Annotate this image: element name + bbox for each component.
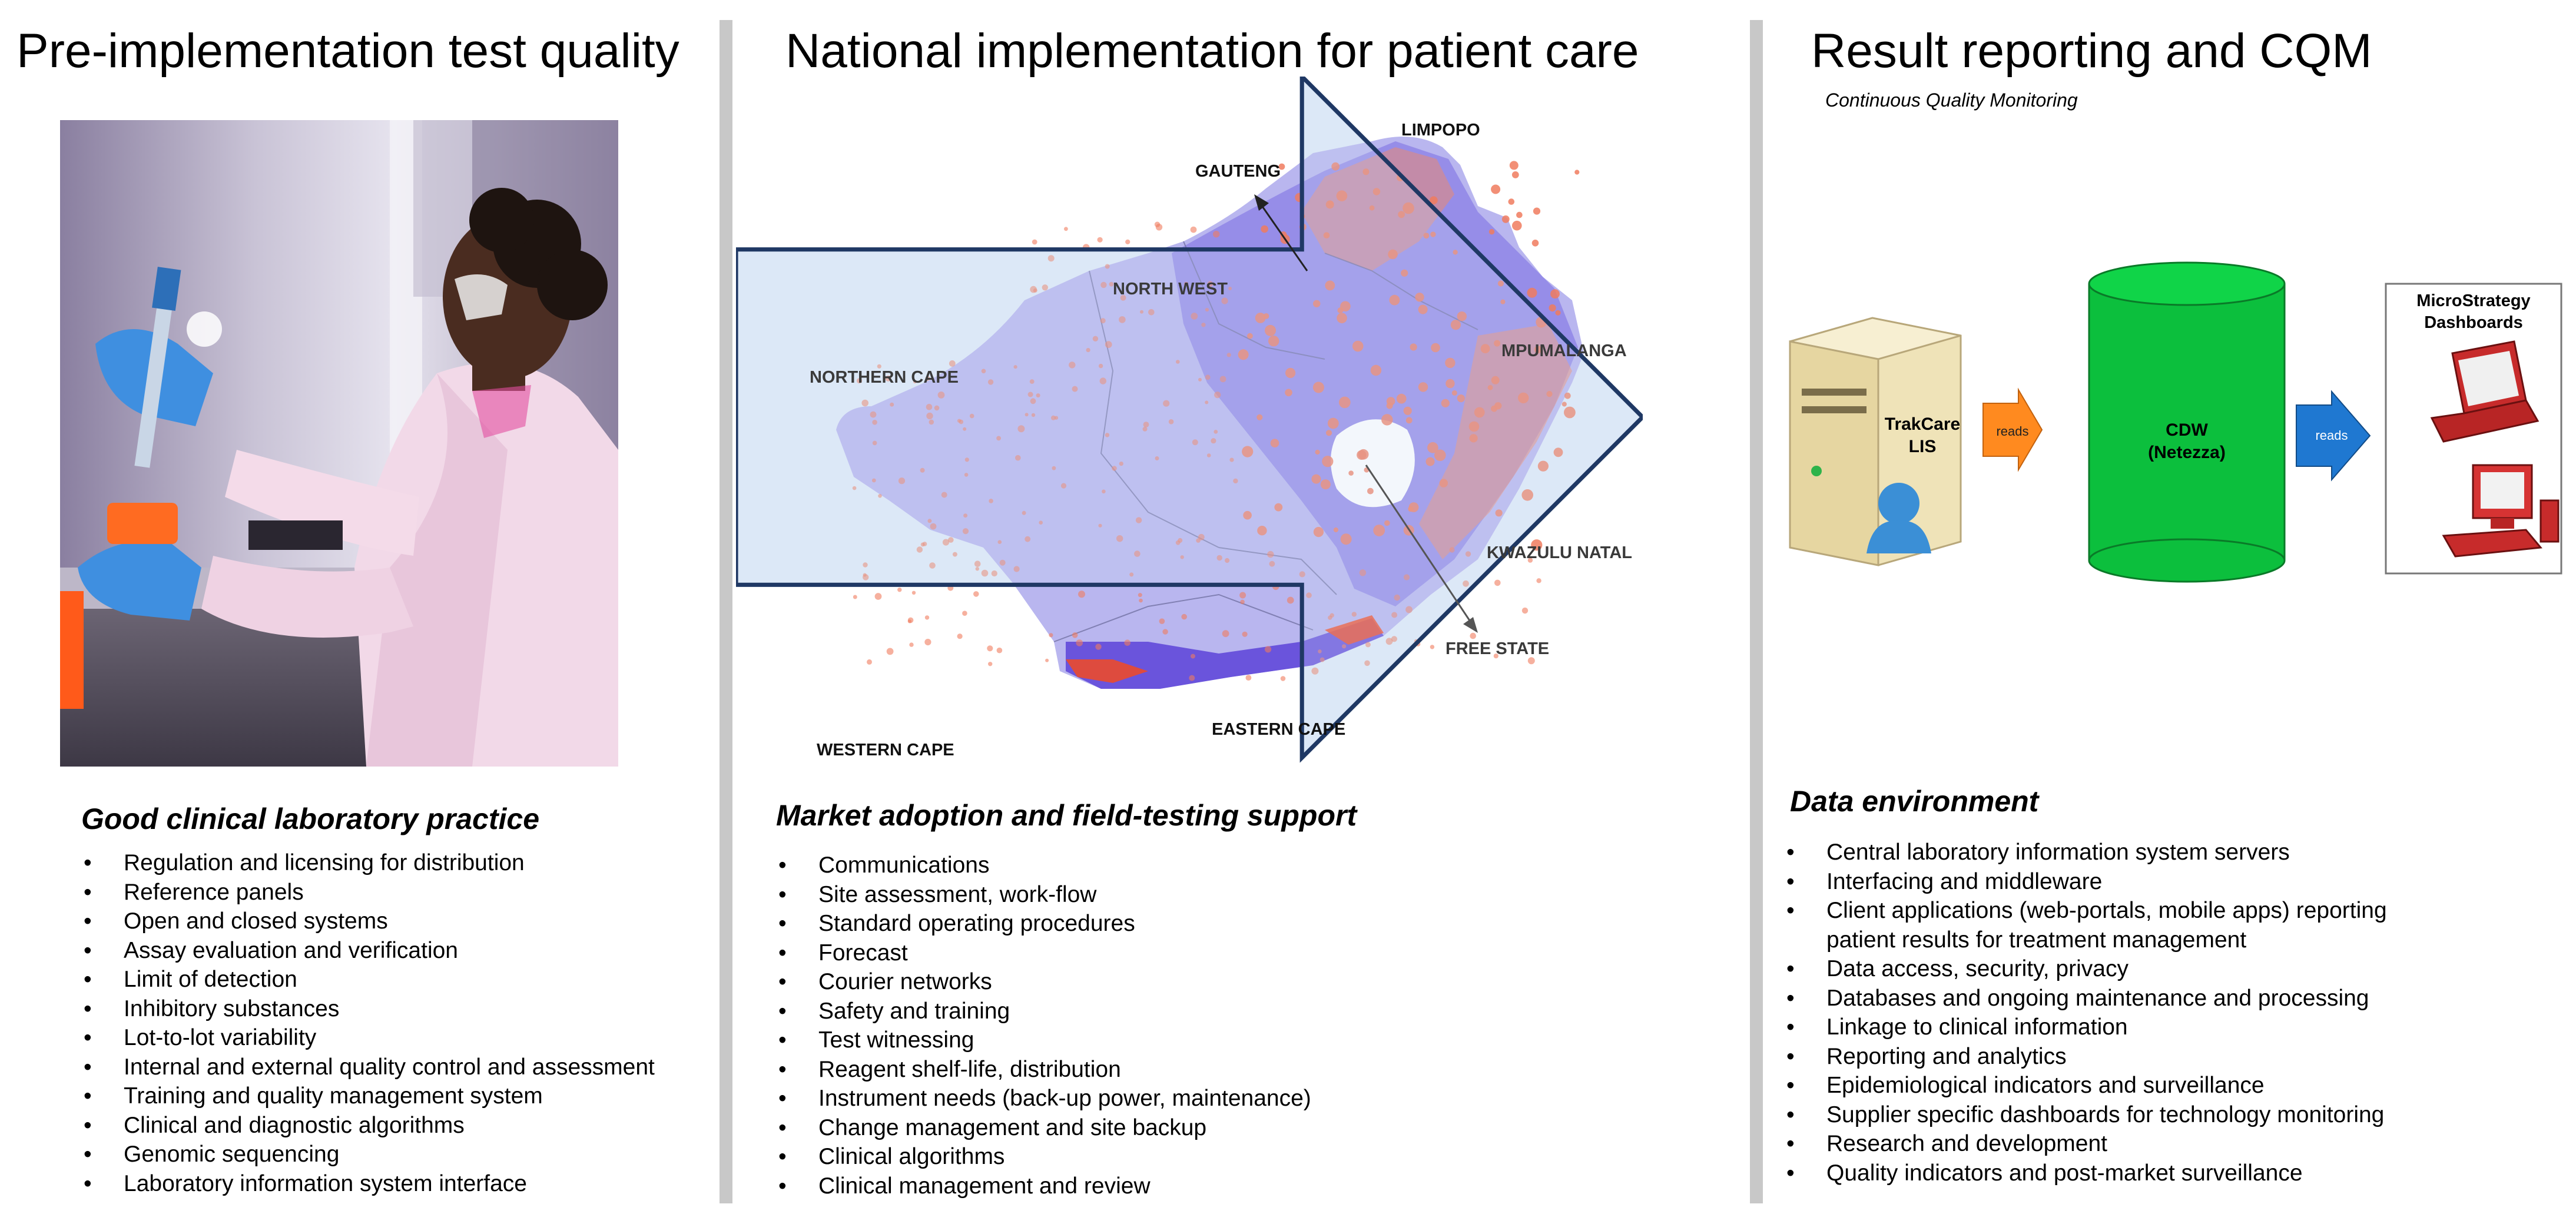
list-item: Safety and training <box>777 997 1311 1026</box>
list-item: Research and development <box>1785 1129 2387 1159</box>
list-item: Internal and external quality control an… <box>82 1053 655 1082</box>
list-item: Site assessment, work-flow <box>777 880 1311 910</box>
list-item: Limit of detection <box>82 965 655 994</box>
label-north-west: NORTH WEST <box>1113 280 1228 298</box>
south-africa-map: LIMPOPO GAUTENG NORTH WEST MPUMALANGA NO… <box>734 71 1646 771</box>
list-item: Databases and ongoing maintenance and pr… <box>1785 984 2387 1013</box>
column-3-list: Central laboratory information system se… <box>1785 838 2387 1187</box>
lab-technician-photo <box>60 120 618 767</box>
list-item: Supplier specific dashboards for technol… <box>1785 1100 2387 1130</box>
reads-label-2: reads <box>2315 428 2348 443</box>
label-gauteng: GAUTENG <box>1195 162 1281 181</box>
list-item: Epidemiological indicators and surveilla… <box>1785 1071 2387 1100</box>
column-2-title: National implementation for patient care <box>785 24 1639 78</box>
list-item: Regulation and licensing for distributio… <box>82 848 655 878</box>
list-item: Open and closed systems <box>82 907 655 936</box>
label-western-cape: WESTERN CAPE <box>817 741 954 759</box>
list-item: Inhibitory substances <box>82 994 655 1024</box>
cdw-label-1: CDW <box>2166 420 2208 440</box>
column-3-title: Result reporting and CQM <box>1811 24 2372 78</box>
label-eastern-cape: EASTERN CAPE <box>1212 720 1345 739</box>
column-divider-1 <box>720 20 732 1203</box>
column-2-subheading: Market adoption and field-testing suppor… <box>776 799 1357 832</box>
desktop-computer-icon <box>2442 464 2560 558</box>
list-item: Central laboratory information system se… <box>1785 838 2387 867</box>
column-1-subheading: Good clinical laboratory practice <box>81 802 540 835</box>
list-item: Linkage to clinical information <box>1785 1013 2387 1042</box>
label-northern-cape: NORTHERN CAPE <box>810 368 959 387</box>
column-1-list: Regulation and licensing for distributio… <box>82 848 655 1198</box>
server-icon <box>1789 317 1962 566</box>
label-kwazulu-natal: KWAZULU NATAL <box>1487 543 1632 562</box>
list-item: Quality indicators and post-market surve… <box>1785 1159 2387 1188</box>
list-item: Clinical and diagnostic algorithms <box>82 1111 655 1140</box>
list-item: Assay evaluation and verification <box>82 936 655 966</box>
server-label-1: TrakCare <box>1885 414 1960 434</box>
list-item: Interfacing and middleware <box>1785 867 2387 897</box>
cqm-caption: Continuous Quality Monitoring <box>1825 89 2078 111</box>
data-flow-diagram: TrakCare LIS reads CDW (Netezza) reads M… <box>1784 259 2567 589</box>
list-item: Forecast <box>777 938 1311 968</box>
list-item: Change management and site backup <box>777 1113 1311 1143</box>
reads-label-1: reads <box>1996 424 2028 439</box>
list-item: Reference panels <box>82 878 655 907</box>
reads-arrow-2: reads <box>2296 390 2371 482</box>
dashboards-title-2: Dashboards <box>2424 313 2523 332</box>
list-item: Instrument needs (back-up power, mainten… <box>777 1084 1311 1113</box>
dashboards-title-1: MicroStrategy <box>2416 291 2530 310</box>
column-3-subheading: Data environment <box>1790 785 2039 818</box>
cdw-database-icon <box>2088 261 2286 583</box>
server-label-2: LIS <box>1909 437 1937 456</box>
column-divider-2 <box>1750 20 1763 1203</box>
label-mpumalanga: MPUMALANGA <box>1501 341 1627 360</box>
list-item: Courier networks <box>777 967 1311 997</box>
column-1-title: Pre-implementation test quality <box>16 24 679 78</box>
list-item: Clinical algorithms <box>777 1142 1311 1172</box>
list-item: Genomic sequencing <box>82 1140 655 1169</box>
list-item: Reporting and analytics <box>1785 1042 2387 1072</box>
list-item: Standard operating procedures <box>777 909 1311 938</box>
list-item: Data access, security, privacy <box>1785 954 2387 984</box>
list-item: Reagent shelf-life, distribution <box>777 1055 1311 1084</box>
list-item: Communications <box>777 851 1311 880</box>
list-item: Laboratory information system interface <box>82 1169 655 1199</box>
list-item: patient results for treatment management <box>1826 927 2247 953</box>
list-item: Test witnessing <box>777 1026 1311 1055</box>
list-item: Clinical management and review <box>777 1172 1311 1201</box>
label-free-state: FREE STATE <box>1446 639 1549 658</box>
reads-arrow-1: reads <box>1982 387 2043 472</box>
list-item: Client applications (web-portals, mobile… <box>1785 896 2387 926</box>
list-item: Lot-to-lot variability <box>82 1023 655 1053</box>
cdw-label-2: (Netezza) <box>2148 443 2226 462</box>
column-2-list: CommunicationsSite assessment, work-flow… <box>777 851 1311 1200</box>
laptop-icon <box>2430 340 2539 443</box>
label-limpopo: LIMPOPO <box>1401 121 1480 140</box>
list-item: Training and quality management system <box>82 1082 655 1111</box>
